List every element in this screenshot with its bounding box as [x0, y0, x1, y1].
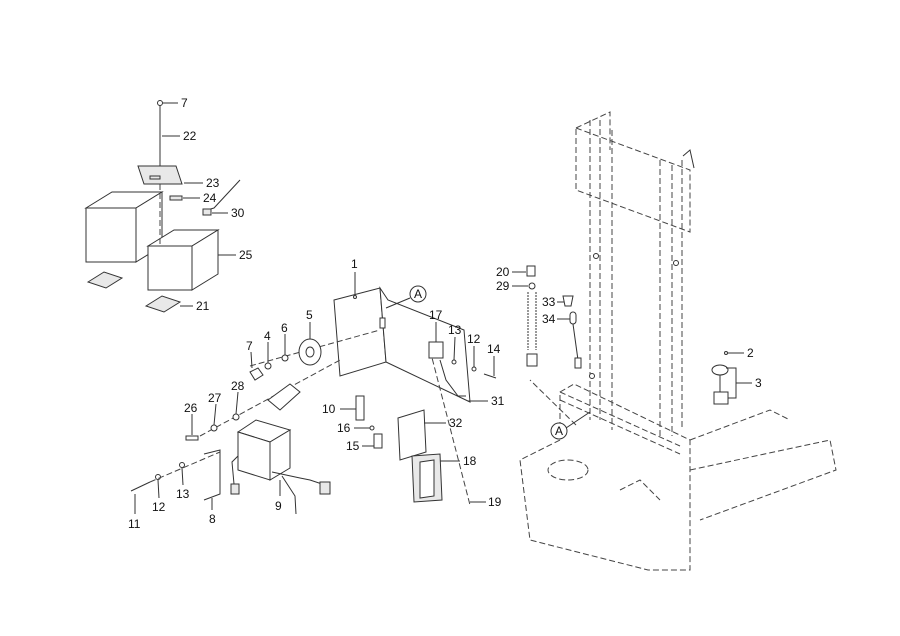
- callout-label: 9: [275, 499, 282, 513]
- control-box-9: [230, 419, 331, 515]
- callout-label: 13: [176, 487, 190, 501]
- callout-label: 8: [209, 512, 216, 526]
- truck-chassis: [519, 379, 837, 571]
- callout-label: 4: [264, 329, 271, 343]
- callout-label: 1: [351, 257, 358, 271]
- leader-lines: [134, 102, 752, 514]
- callout-label: 15: [346, 439, 360, 453]
- center-parts: [355, 341, 497, 503]
- callout-label: 6: [281, 321, 288, 335]
- battery-assembly: [84, 100, 241, 313]
- callout-label: 10: [322, 402, 336, 416]
- callout-label: 25: [239, 248, 253, 262]
- callout-label: 2: [747, 346, 754, 360]
- callout-label: A: [555, 424, 563, 438]
- callout-label: 24: [203, 191, 217, 205]
- callout-label: 32: [449, 416, 463, 430]
- callout-label: 12: [467, 332, 481, 346]
- pad-21: [86, 271, 124, 289]
- callout-label: 19: [488, 495, 502, 509]
- reference-circle-a-right: [550, 422, 568, 440]
- callout-label: 30: [231, 206, 245, 220]
- callout-label: 23: [206, 176, 220, 190]
- callout-label: 7: [181, 96, 188, 110]
- callout-label: 29: [496, 279, 510, 293]
- callout-label: 16: [337, 421, 351, 435]
- callout-label: 31: [491, 394, 505, 408]
- callout-label: 11: [128, 517, 141, 531]
- callout-label: 17: [429, 308, 443, 322]
- callout-label: 28: [231, 379, 245, 393]
- callout-label: 22: [183, 129, 197, 143]
- callout-label: 27: [208, 391, 222, 405]
- callout-labels: 7 22 23 24 30 25 21 1 A 5 6 4 7 28 27 26…: [128, 96, 762, 531]
- bracket-23: [137, 165, 183, 185]
- callout-label: 26: [184, 401, 198, 415]
- callout-label: A: [414, 287, 422, 301]
- callout-label: 33: [542, 295, 556, 309]
- callout-label: 14: [487, 342, 501, 356]
- callout-label: 18: [463, 454, 477, 468]
- callout-label: 13: [448, 323, 462, 337]
- truck-mast: [575, 111, 695, 436]
- pad-21b: [144, 295, 182, 313]
- callout-label: 7: [246, 339, 253, 353]
- mounting-plate: [199, 286, 471, 506]
- parts-right: [526, 265, 729, 405]
- small-parts: [130, 338, 322, 501]
- callout-label: 20: [496, 265, 510, 279]
- callout-label: 3: [755, 376, 762, 390]
- callout-label: 34: [542, 312, 556, 326]
- callout-label: 21: [196, 299, 210, 313]
- reference-circle-a-left: [409, 285, 427, 303]
- callout-label: 12: [152, 500, 166, 514]
- callout-label: 5: [306, 308, 313, 322]
